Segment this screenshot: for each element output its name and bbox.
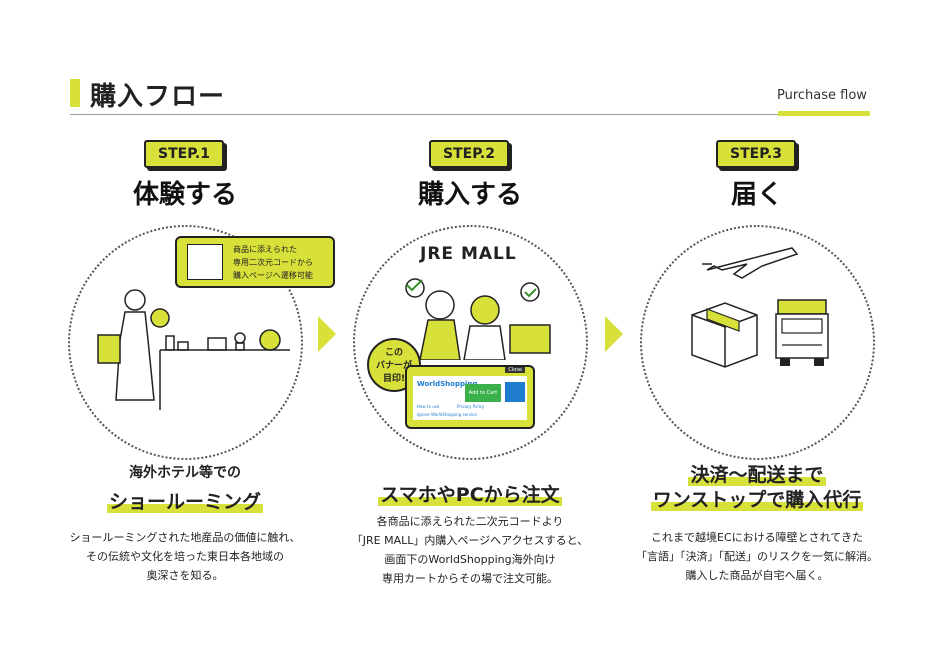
- step-2-badge: STEP.2: [429, 140, 509, 168]
- banner-tag-line: この: [384, 348, 403, 358]
- worldshopping-banner: Close WorldShopping Add to Cart How to u…: [405, 365, 535, 429]
- step-2-column: STEP.2 購入する JRE MALL この バナーが 目印! Close W…: [345, 140, 595, 620]
- step-3-lead: 決済〜配送まで ワンストップで購入代行: [632, 463, 882, 513]
- step-3-lead-line: ワンストップで購入代行: [650, 489, 864, 511]
- step-2-description: 各商品に添えられた二次元コードより 「JRE MALL」内購入ページへアクセスす…: [335, 512, 605, 588]
- qr-text-line: 専用二次元コードから: [233, 258, 313, 267]
- step-3-column: STEP.3 届く 決済〜配送まで ワンストップで購入代行 これまで越境ECにお…: [632, 140, 882, 620]
- step-2-lead: スマホやPCから注文: [345, 483, 595, 508]
- banner-tag-line: 目印!: [382, 374, 406, 384]
- header-accent-underline: [778, 111, 870, 116]
- qr-code-callout: 商品に添えられた 専用二次元コードから 購入ページへ遷移可能: [175, 236, 335, 288]
- cart-icon[interactable]: [505, 382, 525, 402]
- step-3-description: これまで越境ECにおける障壁とされてきた 「言語」「決済」「配送」のリスクを一気…: [622, 528, 892, 585]
- step-2-illustration-circle: [353, 225, 588, 460]
- step-arrow-icon: [605, 316, 623, 352]
- qr-text-line: 商品に添えられた: [233, 245, 297, 254]
- desc-line: 「JRE MALL」内購入ページへアクセスすると、: [351, 534, 589, 547]
- jre-mall-logo: JRE MALL: [420, 244, 517, 264]
- desc-line: ショールーミングされた地産品の価値に触れ、: [69, 531, 301, 544]
- step-3-lead-line: 決済〜配送まで: [688, 464, 826, 486]
- page-subtitle: Purchase flow: [777, 88, 867, 103]
- step-arrow-icon: [318, 316, 336, 352]
- package-box-icon: [691, 302, 758, 368]
- desc-line: 専用カートからその場で注文可能。: [382, 572, 558, 585]
- step-1-title: 体験する: [132, 180, 237, 210]
- qr-code-icon: [187, 244, 223, 280]
- step-3-illustration-circle: [640, 225, 875, 460]
- shopping-people-illustration: [405, 278, 551, 360]
- header-divider: [70, 114, 870, 115]
- desc-line: これまで越境ECにおける障壁とされてきた: [651, 531, 863, 544]
- desc-line: 画面下のWorldShopping海外向け: [384, 553, 556, 566]
- step-1-description: ショールーミングされた地産品の価値に触れ、 その伝統や文化を培った東日本各地域の…: [50, 528, 320, 585]
- banner-tag-line: バナーが: [375, 361, 412, 371]
- step-3-badge: STEP.3: [716, 140, 796, 168]
- ws-close-button[interactable]: Close: [505, 367, 525, 373]
- how-to-use-link[interactable]: How to use: [417, 404, 440, 409]
- step-1-lead: ショールーミング: [60, 490, 310, 515]
- desc-line: 「言語」「決済」「配送」のリスクを一気に解消。: [636, 550, 878, 563]
- step-2-title: 購入する: [417, 180, 522, 210]
- desc-line: その伝統や文化を培った東日本各地域の: [86, 550, 284, 563]
- privacy-policy-link[interactable]: Privacy Policy: [457, 404, 485, 409]
- add-to-cart-button[interactable]: Add to Cart: [465, 384, 501, 402]
- step-1-lead-small: 海外ホテル等での: [129, 465, 241, 481]
- desc-line: 購入した商品が自宅へ届く。: [685, 569, 829, 582]
- desc-line: 各商品に添えられた二次元コードより: [376, 515, 564, 528]
- step-1-badge: STEP.1: [144, 140, 224, 168]
- showroom-illustration: [97, 289, 290, 410]
- delivery-truck-icon: [775, 299, 829, 366]
- qr-text-line: 購入ページへ遷移可能: [233, 271, 313, 280]
- worldshopping-logo: WorldShopping: [417, 380, 478, 388]
- step-1-illustration-circle: [68, 225, 303, 460]
- step-3-title: 届く: [730, 180, 783, 210]
- step-1-column: STEP.1 体験する 商品に添えられた 専用二次元コードから 購入ページへ遷移…: [60, 140, 335, 620]
- step-1-lead-line: ショールーミング: [106, 491, 263, 513]
- airplane-icon: [702, 247, 799, 279]
- page-title: 購入フロー: [90, 82, 226, 112]
- desc-line: 奥深さを知る。: [146, 569, 224, 582]
- step-2-lead-line: スマホやPCから注文: [378, 484, 562, 506]
- title-accent-bar: [70, 79, 80, 107]
- ignore-service-link[interactable]: Ignore WorldShopping service: [417, 412, 477, 417]
